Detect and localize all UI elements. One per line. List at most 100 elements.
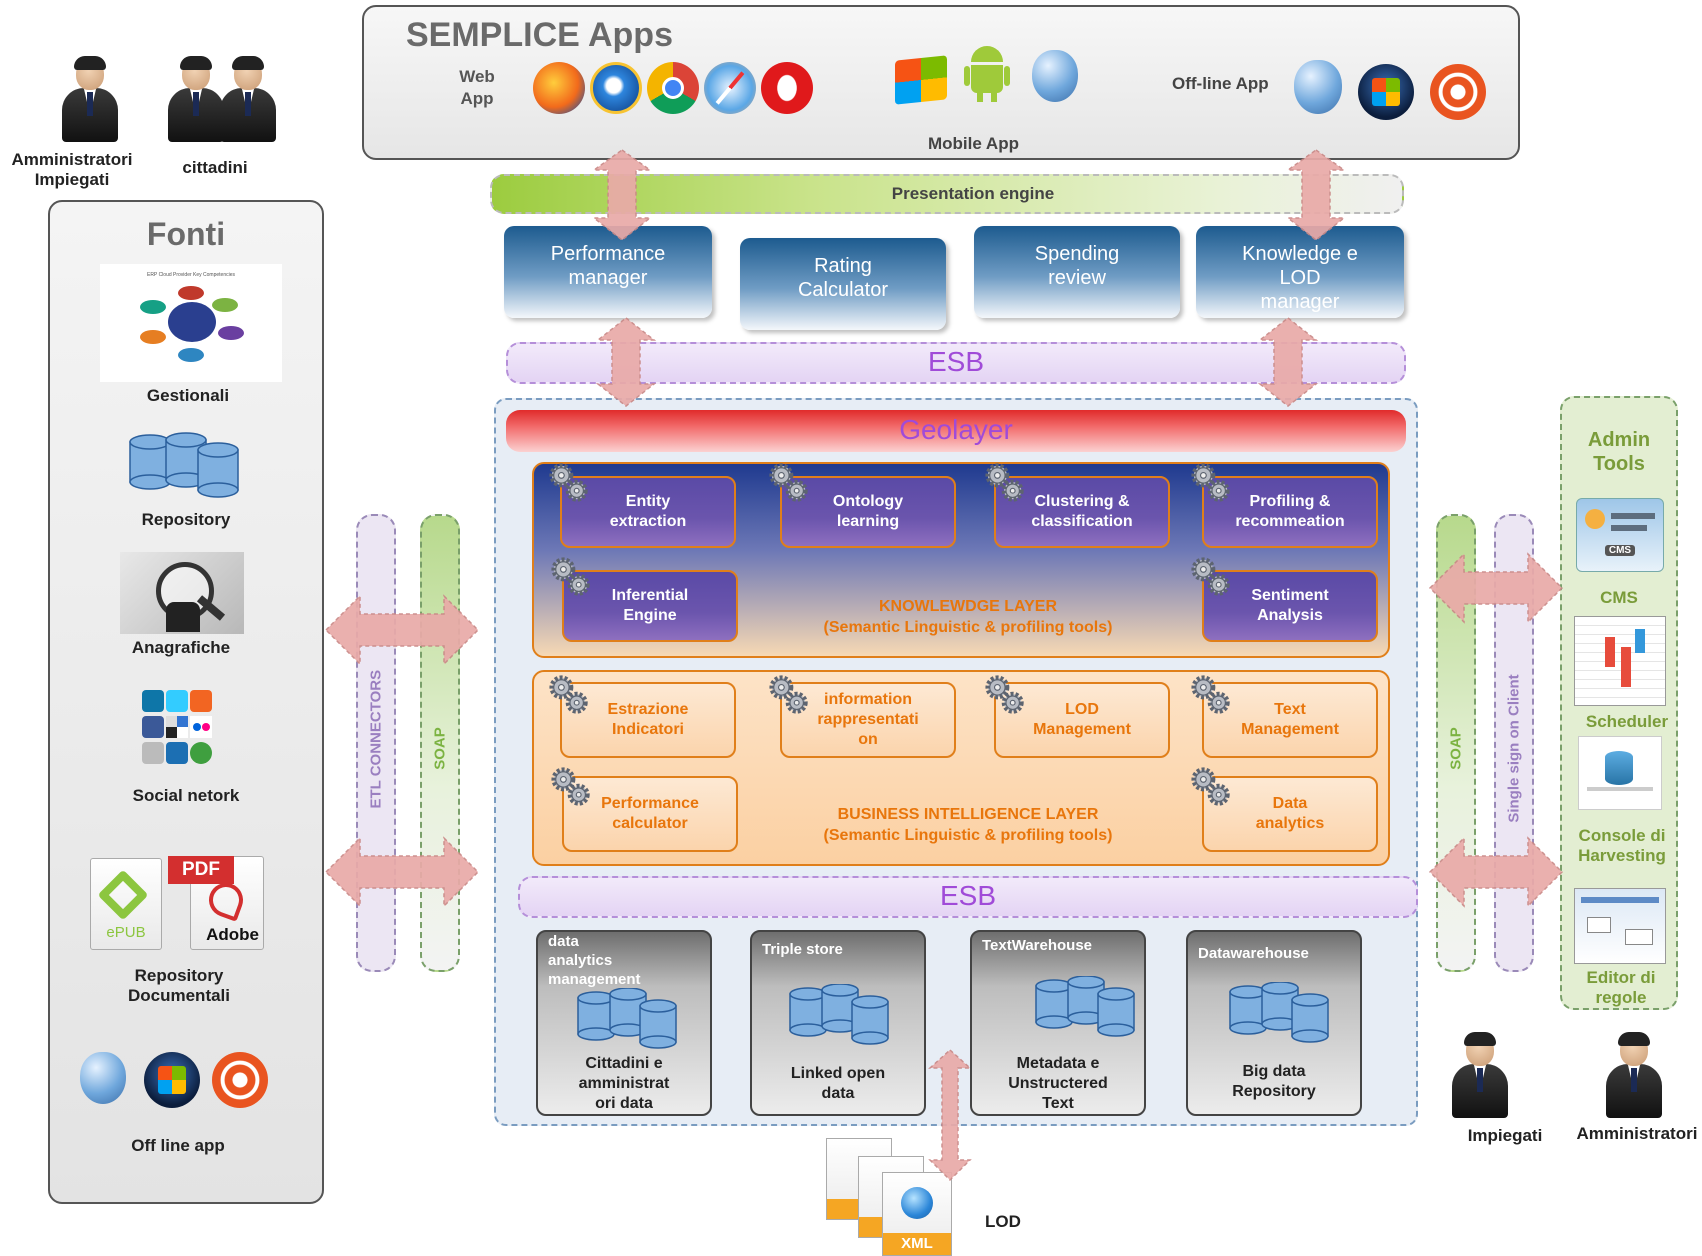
browser-labels: [530, 116, 820, 128]
rating-calculator-module: Rating Calculator: [740, 238, 946, 330]
database-icon: [789, 984, 889, 1045]
gear-icon: [1191, 557, 1230, 596]
bi-layer-title: BUSINESS INTELLIGENCE LAYER (Semantic Li…: [823, 806, 1113, 844]
repository-documentali-label: Repository Documentali: [127, 966, 231, 1005]
android-icon: [964, 46, 1010, 102]
linkedin-icon: [142, 690, 164, 712]
flickr-icon: [190, 716, 212, 738]
performance-manager-module: Performance manager: [504, 226, 712, 318]
database-icon: [577, 988, 677, 1049]
sentiment-analysis-box: Sentiment Analysis: [1202, 570, 1378, 642]
apple-icon: [80, 1052, 126, 1104]
performance-calculator-box: Performance calculator: [562, 776, 738, 852]
harvesting-console-icon: [1578, 736, 1662, 810]
rules-editor-icon: [1574, 888, 1666, 964]
web-app-label: Web App: [459, 67, 495, 108]
myspace-icon: [142, 742, 164, 764]
citizen-user-icon: [168, 56, 224, 142]
store-caption: Cittadini e amministrat ori data: [578, 1055, 670, 1112]
employee-user-icon: [1452, 1032, 1508, 1118]
estrazione-indicatori-box: Estrazione Indicatori: [560, 682, 736, 758]
database-icon: [1035, 976, 1135, 1037]
ie-icon: [590, 62, 642, 114]
social-network-label: Social netork: [132, 786, 240, 805]
soap-right-label: SOAP: [1447, 727, 1465, 770]
epub-file-icon: ePUB: [90, 858, 162, 950]
store-caption: Big data Repository: [1232, 1063, 1316, 1100]
digg-icon: [166, 742, 188, 764]
opera-icon: [761, 62, 813, 114]
scheduler-tool-icon: [1574, 616, 1666, 706]
presentation-engine-label: Presentation engine: [891, 184, 1055, 203]
offline-app-sources-label: Off line app: [131, 1136, 225, 1155]
delicious-icon: [166, 716, 188, 738]
gear-icon: [1191, 463, 1230, 502]
citizen-user-icon-2: [220, 56, 276, 142]
lod-label: LOD: [985, 1212, 1021, 1231]
text-warehouse-store: TextWarehouse Metadata e Unstructered Te…: [970, 930, 1146, 1116]
adobe-label: Adobe: [206, 925, 259, 944]
data-analytics-store: data analytics management Cittadini e am…: [536, 930, 712, 1116]
store-title: Triple store: [762, 941, 843, 958]
database-icon: [128, 432, 242, 500]
store-title: data analytics management: [548, 933, 641, 988]
geolayer-bar: [506, 410, 1406, 452]
apple-icon: [1294, 60, 1342, 114]
gear-icon: [549, 463, 588, 502]
twitter-icon: [166, 690, 188, 712]
ubuntu-icon: [1430, 64, 1486, 120]
repository-label: Repository: [141, 510, 231, 529]
knowledge-lod-manager-module: Knowledge e LOD manager: [1196, 226, 1404, 318]
rss-icon: [190, 690, 212, 712]
windows-icon: [895, 55, 947, 105]
stumbleupon-icon: [190, 742, 212, 764]
profiling-recommendation-box: Profiling & recommeation: [1202, 476, 1378, 548]
store-caption: Linked open data: [790, 1065, 886, 1102]
gestionali-diagram: ERP Cloud Provider Key Competencies: [100, 264, 282, 382]
firefox-icon: [533, 62, 585, 114]
information-representation-box: information rappresentati on: [780, 682, 956, 758]
gear-icon: [549, 675, 588, 714]
soap-left-label: SOAP: [431, 727, 449, 770]
rules-editor-label: Editor di regole: [1586, 968, 1656, 1007]
entity-extraction-box: Entity extraction: [560, 476, 736, 548]
gear-icon: [985, 675, 1024, 714]
spending-review-module: Spending review: [974, 226, 1180, 318]
social-network-icons: [140, 688, 216, 768]
facebook-icon: [142, 716, 164, 738]
fonti-title: Fonti: [146, 216, 226, 252]
epub-label: ePUB: [106, 924, 146, 941]
gear-icon: [551, 557, 590, 596]
geolayer-label: Geolayer: [899, 414, 1013, 445]
store-caption: Metadata e Unstructered Text: [1008, 1055, 1108, 1112]
datawarehouse-store: Datawarehouse Big data Repository: [1186, 930, 1362, 1116]
esb-bottom-bar: [518, 876, 1418, 918]
safari-icon: [704, 62, 756, 114]
etl-connectors-label: ETL CONNECTORS: [367, 669, 385, 809]
windows-logo-icon: [1358, 64, 1414, 120]
lod-management-box: LOD Management: [994, 682, 1170, 758]
data-analytics-box: Data analytics: [1202, 776, 1378, 852]
ubuntu-icon: [212, 1052, 268, 1108]
database-icon: [1229, 982, 1329, 1043]
apple-icon: [1032, 50, 1078, 102]
windows-logo-icon: [144, 1052, 200, 1108]
text-management-box: Text Management: [1202, 682, 1378, 758]
gear-icon: [551, 767, 590, 806]
cms-label: CMS: [1600, 588, 1638, 607]
administrator-user-icon: [62, 56, 118, 142]
xml-label: XML: [883, 1233, 951, 1255]
knowledge-layer-title: KNOWLEWDGE LAYER (Semantic Linguistic & …: [823, 598, 1113, 636]
admin-employees-label: Amministratori Impiegati: [11, 150, 133, 189]
anagrafiche-label: Anagrafiche: [131, 638, 231, 657]
harvesting-console-label: Console di Harvesting: [1578, 826, 1666, 865]
inferential-engine-box: Inferential Engine: [562, 570, 738, 642]
gear-icon: [769, 675, 808, 714]
gear-icon: [1191, 767, 1230, 806]
administrators-label: Amministratori: [1576, 1124, 1698, 1143]
gestionali-caption: ERP Cloud Provider Key Competencies: [146, 272, 235, 278]
ontology-learning-box: Ontology learning: [780, 476, 956, 548]
store-title: Datawarehouse: [1198, 945, 1309, 962]
esb-top-label: ESB: [927, 346, 985, 377]
apps-title: SEMPLICE Apps: [406, 16, 673, 54]
